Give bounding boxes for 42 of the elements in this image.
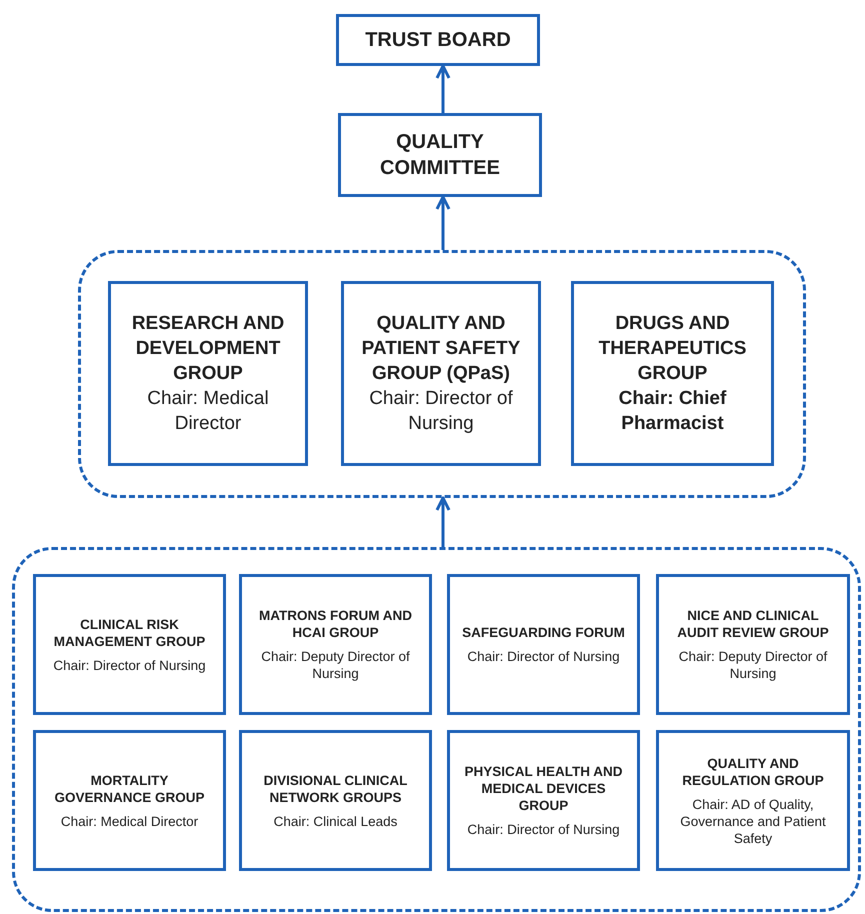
- dashed-group-frame: [78, 250, 806, 498]
- chair-text: Chair: Director of Nursing: [368, 387, 514, 436]
- committee-box: [33, 574, 226, 715]
- group-name: DIVISIONAL CLINICAL NETWORK GROUPS: [262, 772, 408, 806]
- chair-text: Chair: Chief Pharmacist: [618, 387, 728, 436]
- arrow: [436, 64, 450, 113]
- chair-text: Chair: Medical Director: [146, 387, 270, 436]
- group-name: RESEARCH AND DEVELOPMENT GROUP: [130, 312, 286, 386]
- committee-box: [338, 113, 542, 197]
- committee-box: [447, 730, 640, 871]
- committee-box: [108, 281, 308, 466]
- chair-text: Chair: Deputy Director of Nursing: [678, 648, 828, 682]
- group-name: PHYSICAL HEALTH AND MEDICAL DEVICES GROUP: [463, 763, 624, 814]
- committee-box: [341, 281, 541, 466]
- group-name: DRUGS AND THERAPEUTICS GROUP: [598, 312, 748, 386]
- committee-box: [33, 730, 226, 871]
- committee-box: [571, 281, 774, 466]
- group-name: CLINICAL RISK MANAGEMENT GROUP: [52, 616, 206, 650]
- committee-box: [239, 730, 432, 871]
- chair-text: Chair: Director of Nursing: [467, 821, 620, 838]
- group-name: SAFEGUARDING FORUM: [462, 624, 625, 641]
- group-name: NICE AND CLINICAL AUDIT REVIEW GROUP: [676, 607, 830, 641]
- group-name: MATRONS FORUM AND HCAI GROUP: [258, 607, 413, 641]
- group-name: QUALITY COMMITTEE: [379, 130, 501, 181]
- committee-box: [336, 14, 540, 66]
- group-name: MORTALITY GOVERNANCE GROUP: [53, 772, 206, 806]
- arrow: [436, 196, 450, 250]
- chair-text: Chair: Director of Nursing: [53, 656, 206, 674]
- group-name: TRUST BOARD: [365, 28, 511, 53]
- committee-box: [447, 574, 640, 715]
- chair-text: Chair: Clinical Leads: [274, 812, 398, 830]
- chair-text: Chair: Deputy Director of Nursing: [260, 648, 411, 682]
- committee-box: [656, 730, 850, 871]
- chair-text: Chair: Medical Director: [60, 812, 198, 830]
- chair-text: Chair: Director of Nursing: [467, 648, 620, 665]
- chair-text: Chair: AD of Quality, Governance and Patient Safety: [679, 796, 827, 846]
- group-name: QUALITY AND PATIENT SAFETY GROUP (QPaS): [360, 312, 522, 386]
- committee-box: [656, 574, 850, 715]
- committee-box: [239, 574, 432, 715]
- arrow: [436, 496, 450, 547]
- dashed-group-frame: [12, 547, 861, 912]
- group-name: QUALITY AND REGULATION GROUP: [681, 754, 825, 788]
